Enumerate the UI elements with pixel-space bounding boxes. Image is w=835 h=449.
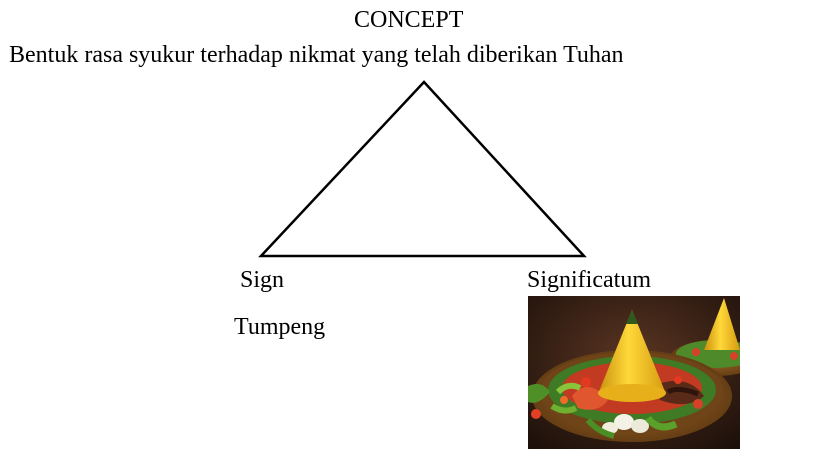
sign-label: Sign [240,267,285,293]
triangle-outline [258,80,587,258]
significatum-label: Significatum [527,267,651,293]
tumpeng-image [528,296,740,449]
main-cone [598,310,666,394]
back-cone [704,298,740,350]
tumpeng-photo [528,296,740,449]
egg [614,414,634,430]
sign-value: Tumpeng [234,314,326,340]
concept-description: Bentuk rasa syukur terhadap nikmat yang … [9,42,624,68]
concept-title: CONCEPT [354,7,464,33]
